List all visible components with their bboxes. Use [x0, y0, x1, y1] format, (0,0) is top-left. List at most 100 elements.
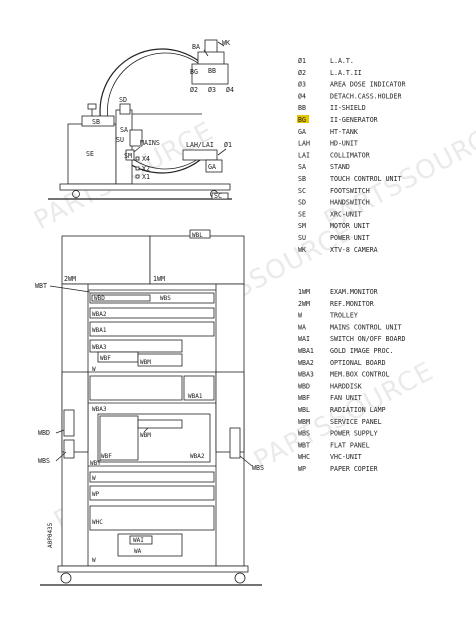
label-ga: GA	[208, 163, 216, 171]
legend-code: WBD	[298, 382, 310, 390]
label-wba2-bot: WBA2	[190, 453, 205, 460]
legend-description: MAINS CONTROL UNIT	[330, 323, 401, 331]
label-n01: Ø1	[224, 141, 232, 149]
legend-code: GA	[298, 128, 306, 136]
paper-copier-wp	[89, 485, 215, 501]
label-wbl: WBL	[192, 232, 203, 239]
label-n03: Ø3	[208, 86, 216, 94]
legend-description: SWITCH ON/OFF BOARD	[330, 335, 405, 343]
legend-code: SE	[298, 210, 306, 218]
legend-description: TROLLEY	[330, 312, 358, 320]
doc-id: A0P0435	[47, 522, 54, 548]
wbs-left-leader	[55, 451, 67, 462]
legend-code: WBS	[298, 430, 310, 438]
c-arm-arc-inner	[107, 52, 203, 170]
label-n02: Ø2	[190, 86, 198, 94]
fan-unit-wbf-bot	[99, 415, 139, 461]
label-wbs-left: WBS	[38, 457, 50, 465]
label-wp: WP	[92, 491, 100, 498]
mem-box-wba3-mid-area	[89, 375, 183, 401]
legend-description: SERVICE PANEL	[330, 418, 382, 426]
label-wba3-top: WBA3	[92, 344, 107, 351]
connector-x4	[135, 156, 140, 161]
label-wba1-mid: WBA1	[188, 393, 203, 400]
service-panel-wbm-top	[137, 353, 183, 367]
wheel-left	[72, 190, 80, 198]
legend-description: II-GENERATOR	[330, 116, 378, 124]
label-bb: BB	[208, 67, 216, 75]
trolley-wheel-right	[234, 572, 246, 584]
legend-highlight	[297, 115, 309, 123]
legend-code: SA	[298, 163, 306, 171]
legend-description: HT-TANK	[330, 128, 358, 136]
legend-description: PAPER COPIER	[330, 465, 378, 473]
wbm-leader	[143, 427, 149, 433]
legend-code: LAH	[298, 140, 310, 148]
label-wbd-left: WBD	[38, 429, 50, 437]
legend-description: EXAM.MONITOR	[330, 288, 378, 296]
legend-code: SC	[298, 187, 306, 195]
c-arm-arc	[99, 48, 201, 174]
legend-code: WK	[298, 246, 306, 254]
label-sb: SB	[92, 118, 100, 126]
legend-code: WHC	[298, 453, 310, 461]
switch-board-wai	[129, 535, 153, 545]
legend-code: WAI	[298, 335, 310, 343]
label-wbm-mid: WBM	[140, 432, 151, 439]
label-sa: SA	[120, 126, 128, 134]
label-su: SU	[116, 136, 124, 144]
label-sd: SD	[119, 96, 127, 104]
legend-description: MEM.BOX CONTROL	[330, 371, 390, 379]
legend-description: DETACH.CASS.HOLDER	[330, 92, 401, 100]
legend-description: COLLIMATOR	[330, 151, 370, 159]
label-wbs-inner: WBS	[160, 295, 171, 302]
legend-code: BG	[298, 116, 306, 124]
c-arm-schematic: WK BA BG BB Ø2 Ø3 Ø4 LAH/LAI Ø1 GA SC SD…	[48, 39, 234, 200]
legend-description: HD-UNIT	[330, 140, 358, 148]
legend-code: 1WM	[298, 288, 310, 296]
label-wai: WAI	[133, 537, 144, 544]
label-wbm-top: WBM	[140, 359, 151, 366]
label-wbs-right: WBS	[252, 464, 264, 472]
legend-code: WBF	[298, 394, 310, 402]
harddisk-wbd	[91, 294, 151, 302]
connector-x2	[135, 166, 140, 171]
optional-board-wba2-top	[89, 307, 215, 319]
label-wba2-top: WBA2	[92, 311, 107, 318]
trolley-schematic: WBL 2WM 1WM WBT WBD WBS WBA2 WBA1 WBA3 W…	[35, 229, 264, 586]
label-w-c: W	[92, 557, 96, 564]
legend-description: FLAT PANEL	[330, 441, 370, 449]
legend-description: AREA DOSE INDICATOR	[330, 81, 405, 89]
legend-code: SU	[298, 234, 306, 242]
legend-description: OPTIONAL BOARD	[330, 359, 386, 367]
legend-description: TOUCH CONTROL UNIT	[330, 175, 401, 183]
label-wa: WA	[134, 548, 142, 555]
wk-leader	[217, 41, 225, 47]
legend-code: WBA3	[298, 371, 314, 379]
harddisk-row	[89, 292, 215, 304]
legend-code: SM	[298, 222, 306, 230]
legend-code: WBL	[298, 406, 310, 414]
wbd-left-leader	[55, 429, 65, 434]
label-w-a: W	[92, 366, 96, 373]
mains-leader	[133, 146, 141, 153]
label-ba: BA	[192, 43, 200, 51]
legend-description: VHC-UNIT	[330, 453, 362, 461]
legend-description: HANDSWITCH	[330, 199, 370, 207]
label-wk: WK	[222, 39, 230, 47]
legend-code: WA	[298, 323, 306, 331]
vhc-unit-whc	[89, 505, 215, 531]
label-wbt-left: WBT	[35, 282, 47, 290]
label-wbf-bot: WBF	[101, 453, 112, 460]
legend-description: XRC-UNIT	[330, 210, 362, 218]
footswitch-sc	[211, 192, 229, 200]
legend-code: WBM	[298, 418, 310, 426]
legend-description: II-SHIELD	[330, 104, 366, 112]
legend-description: RADIATION LAMP	[330, 406, 386, 414]
label-wbt-bot: WBT	[90, 460, 101, 467]
label-w-b: W	[92, 475, 96, 482]
ba-leader	[203, 49, 209, 57]
